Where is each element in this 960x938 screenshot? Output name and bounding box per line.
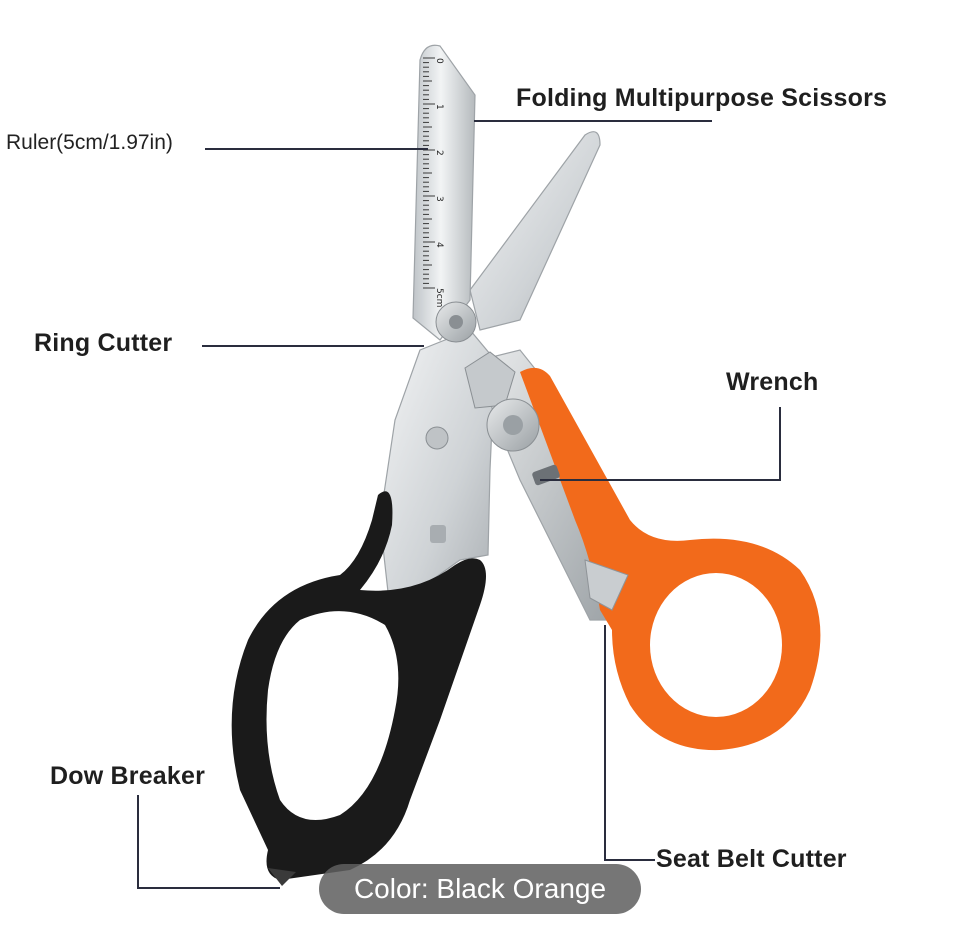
label-wrench: Wrench	[726, 368, 819, 396]
label-ruler: Ruler(5cm/1.97in)	[6, 131, 173, 154]
slider-button	[430, 525, 446, 543]
leader-seat	[604, 625, 655, 861]
ruler-number: 2	[434, 150, 444, 156]
ruler-number: 1	[434, 104, 444, 110]
dow-breaker-tip	[268, 868, 296, 886]
ruler-number: 4	[434, 242, 444, 248]
label-seat-belt-cutter: Seat Belt Cutter	[656, 845, 847, 873]
ruler-number: 3	[434, 196, 444, 202]
ruler-scale: 0 1 2 3 4 5cm	[423, 57, 444, 307]
left-steel-body	[379, 329, 496, 612]
seat-belt-notch	[584, 559, 629, 611]
wrench-slot	[532, 464, 560, 486]
ruler-number: 0	[434, 58, 444, 64]
ruler-number: 5cm	[434, 288, 444, 307]
leader-wrench	[540, 407, 781, 481]
small-screw	[425, 426, 449, 450]
orange-handle-hole	[650, 573, 782, 717]
color-badge[interactable]: Color: Black Orange	[319, 864, 641, 914]
main-pivot-center	[503, 415, 523, 435]
leader-dow	[137, 795, 280, 889]
black-handle-hole	[266, 611, 399, 820]
wrench-triangle	[464, 351, 516, 409]
label-ring-cutter: Ring Cutter	[34, 329, 173, 357]
label-folding-scissors: Folding Multipurpose Scissors	[516, 84, 888, 112]
ruler-blade	[412, 44, 476, 341]
label-dow-breaker: Dow Breaker	[50, 762, 206, 790]
top-pivot-center	[449, 315, 463, 329]
leader-lines	[137, 120, 781, 889]
right-blade	[469, 131, 601, 331]
